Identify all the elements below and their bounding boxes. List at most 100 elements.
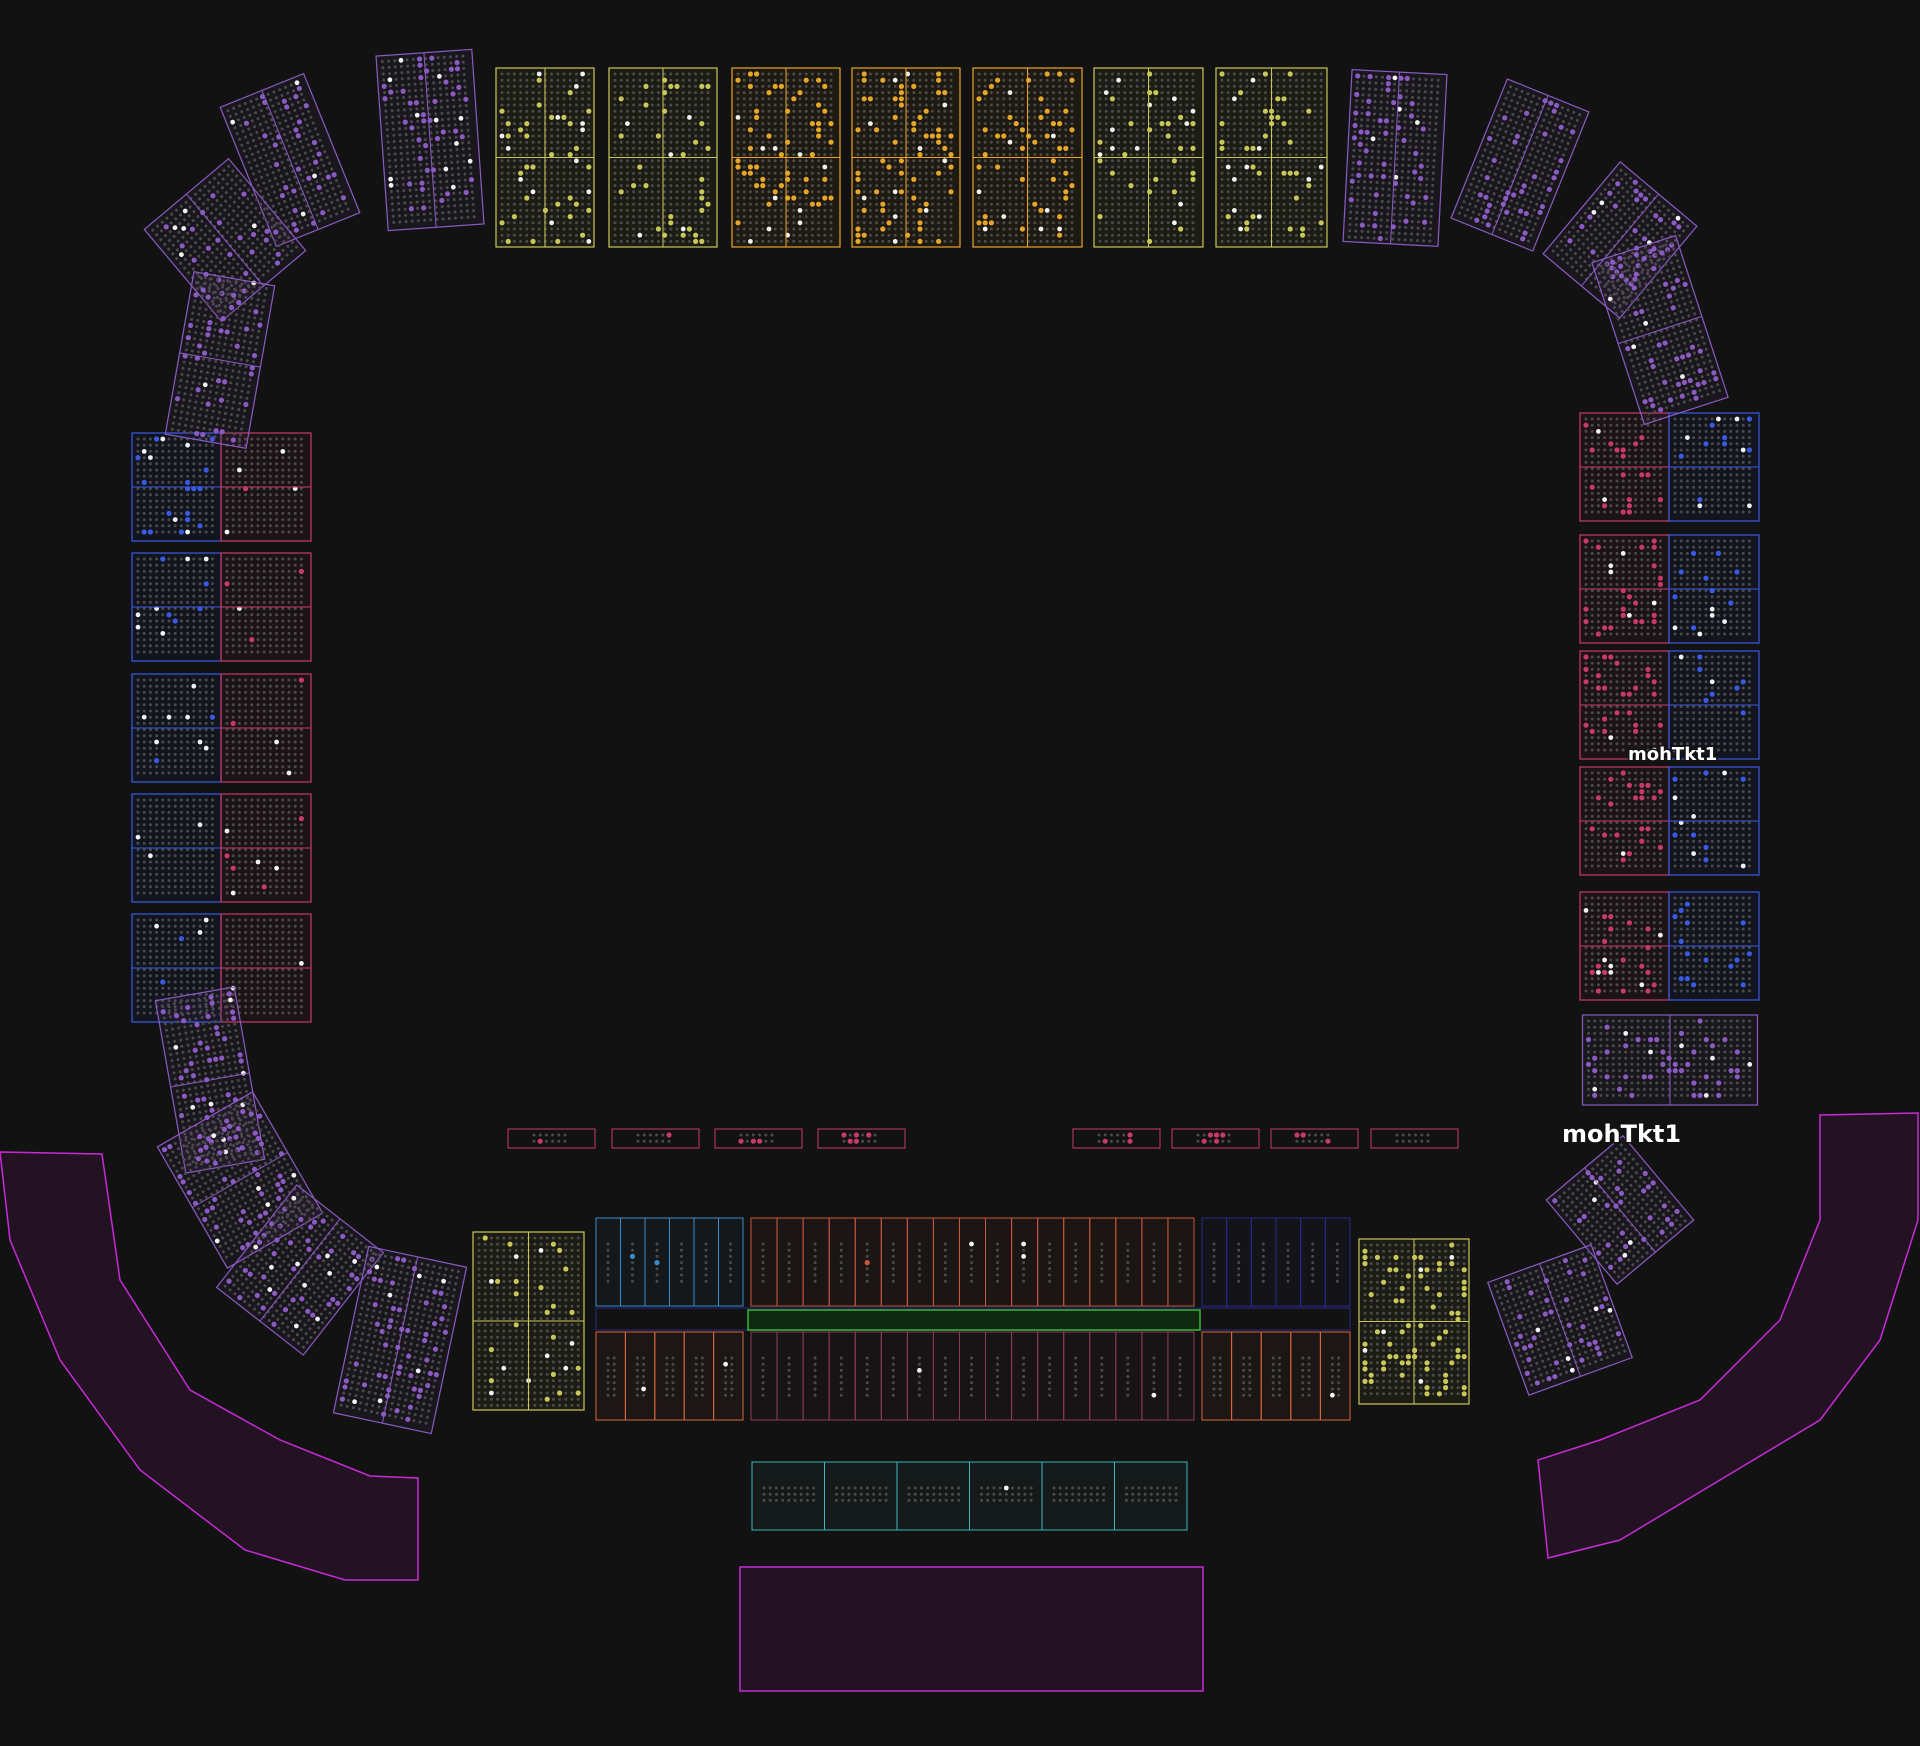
south-upper-left-1[interactable] xyxy=(595,1217,621,1307)
pitch-side-box-5[interactable] xyxy=(1072,1128,1161,1149)
south-lower-left-3[interactable] xyxy=(654,1331,685,1421)
south-lower-center-5[interactable] xyxy=(854,1331,882,1421)
north-section-7[interactable] xyxy=(1215,67,1328,248)
south-upper-right-3[interactable] xyxy=(1250,1217,1277,1307)
south-lower-center-2[interactable] xyxy=(776,1331,804,1421)
south-walkway xyxy=(747,1309,1201,1331)
south-lower-right-2[interactable] xyxy=(1231,1331,1262,1421)
south-upper-left-5[interactable] xyxy=(693,1217,719,1307)
south-yellow-left[interactable] xyxy=(472,1231,585,1411)
south-lower-center-10[interactable] xyxy=(985,1331,1013,1421)
north-section-6[interactable] xyxy=(1093,67,1204,248)
south-lower-left-2[interactable] xyxy=(624,1331,656,1421)
south-lower-center-13[interactable] xyxy=(1063,1331,1091,1421)
north-section-5[interactable] xyxy=(972,67,1083,248)
south-upper-center-2[interactable] xyxy=(776,1217,804,1307)
south-upper-center-4[interactable] xyxy=(828,1217,856,1307)
south-box-1[interactable] xyxy=(751,1461,825,1531)
south-upper-right-6[interactable] xyxy=(1324,1217,1351,1307)
corner-sw-3[interactable] xyxy=(215,1184,385,1356)
south-lower-right-3[interactable] xyxy=(1260,1331,1292,1421)
south-lower-center-3[interactable] xyxy=(802,1331,830,1421)
south-upper-center-12[interactable] xyxy=(1037,1217,1065,1307)
south-lower-center-9[interactable] xyxy=(958,1331,987,1421)
corner-ne-4[interactable] xyxy=(1591,234,1729,426)
pitch-side-box-1[interactable] xyxy=(507,1128,596,1149)
pitch-side-box-6[interactable] xyxy=(1171,1128,1260,1149)
south-box-3[interactable] xyxy=(896,1461,970,1531)
corner-se-2[interactable] xyxy=(1487,1244,1633,1396)
south-upper-right-2[interactable] xyxy=(1226,1217,1252,1307)
south-upper-center-1[interactable] xyxy=(750,1217,778,1307)
south-upper-left-4[interactable] xyxy=(669,1217,695,1307)
north-section-1[interactable] xyxy=(495,67,595,248)
corner-nw-4[interactable] xyxy=(164,270,276,450)
south-upper-center-16[interactable] xyxy=(1141,1217,1169,1307)
plaza-south[interactable] xyxy=(739,1566,1204,1692)
south-lower-center-7[interactable] xyxy=(906,1331,934,1421)
corner-ne-1[interactable] xyxy=(1342,69,1448,247)
south-lower-left-5[interactable] xyxy=(713,1331,744,1421)
corner-nw-2[interactable] xyxy=(219,72,361,248)
south-lower-center-4[interactable] xyxy=(828,1331,856,1421)
south-upper-right-1[interactable] xyxy=(1201,1217,1228,1307)
plaza-southwest[interactable] xyxy=(0,1151,419,1581)
plaza-southeast[interactable] xyxy=(1537,1112,1919,1559)
corner-ne-2[interactable] xyxy=(1450,78,1590,252)
south-lower-center-1[interactable] xyxy=(750,1331,778,1421)
plaza-areas xyxy=(0,1112,1919,1692)
south-lower-center-14[interactable] xyxy=(1089,1331,1117,1421)
south-yellow-right[interactable] xyxy=(1358,1238,1470,1405)
south-upper-left-6[interactable] xyxy=(718,1217,744,1307)
south-lower-right-4[interactable] xyxy=(1290,1331,1321,1421)
south-lower-right-5[interactable] xyxy=(1319,1331,1351,1421)
south-upper-center-8[interactable] xyxy=(932,1217,960,1307)
south-box-6[interactable] xyxy=(1114,1461,1188,1531)
south-box-4[interactable] xyxy=(969,1461,1043,1531)
south-lower-right-1[interactable] xyxy=(1201,1331,1233,1421)
south-lower-center-12[interactable] xyxy=(1037,1331,1065,1421)
corner-sw-2[interactable] xyxy=(156,1091,324,1269)
corner-nw-3[interactable] xyxy=(143,157,307,323)
north-section-2[interactable] xyxy=(608,67,718,248)
south-box-5[interactable] xyxy=(1041,1461,1115,1531)
south-upper-center-13[interactable] xyxy=(1063,1217,1091,1307)
south-upper-center-7[interactable] xyxy=(906,1217,934,1307)
south-upper-center-15[interactable] xyxy=(1115,1217,1143,1307)
pitch-side-box-8[interactable] xyxy=(1370,1128,1459,1149)
south-upper-center-10[interactable] xyxy=(985,1217,1013,1307)
south-lower-center-6[interactable] xyxy=(880,1331,908,1421)
south-lower-center-8[interactable] xyxy=(932,1331,960,1421)
south-upper-center-14[interactable] xyxy=(1089,1217,1117,1307)
south-upper-center-17[interactable] xyxy=(1167,1217,1195,1307)
south-lower-left-1[interactable] xyxy=(595,1331,626,1421)
pitch-side-box-4[interactable] xyxy=(817,1128,906,1149)
pitch-side-box-7[interactable] xyxy=(1270,1128,1359,1149)
south-lower-left-4[interactable] xyxy=(683,1331,715,1421)
south-upper-center-5[interactable] xyxy=(854,1217,882,1307)
south-upper-center-11[interactable] xyxy=(1011,1217,1039,1307)
south-upper-center-9[interactable] xyxy=(958,1217,987,1307)
south-upper-right-4[interactable] xyxy=(1275,1217,1302,1307)
north-section-3[interactable] xyxy=(731,67,841,248)
south-box-2[interactable] xyxy=(824,1461,898,1531)
pitch-side-box-2[interactable] xyxy=(611,1128,700,1149)
south-lower-center-11[interactable] xyxy=(1011,1331,1039,1421)
south-upper-left-3[interactable] xyxy=(644,1217,670,1307)
south-lower-center-17[interactable] xyxy=(1167,1331,1195,1421)
south-lower-center-15[interactable] xyxy=(1115,1331,1143,1421)
north-section-4[interactable] xyxy=(851,67,961,248)
seating-sections xyxy=(131,48,1760,1531)
south-upper-right-5[interactable] xyxy=(1300,1217,1326,1307)
corner-se-1[interactable] xyxy=(1545,1134,1695,1286)
south-upper-left-2[interactable] xyxy=(620,1217,646,1307)
corner-nw-1[interactable] xyxy=(375,48,485,232)
corner-sw-4[interactable] xyxy=(332,1245,468,1435)
south-upper-center-3[interactable] xyxy=(802,1217,830,1307)
corner-ne-3[interactable] xyxy=(1542,161,1698,319)
south-lower-center-16[interactable] xyxy=(1141,1331,1169,1421)
pitch-side-box-3[interactable] xyxy=(714,1128,803,1149)
south-upper-center-6[interactable] xyxy=(880,1217,908,1307)
corner-e-low[interactable] xyxy=(1581,1014,1759,1106)
